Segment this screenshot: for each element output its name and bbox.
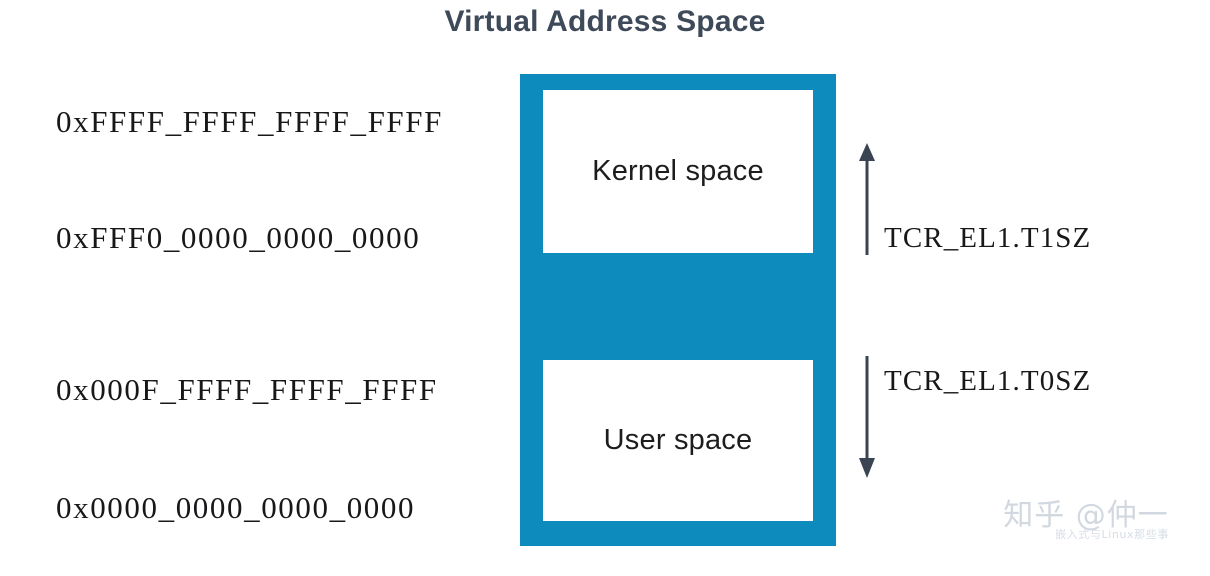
arrow-up-icon [859,143,875,255]
tcr-el1-t0sz-label: TCR_EL1.T0SZ [884,365,1092,397]
user-span-arrow [852,356,882,478]
address-label-top: 0xFFFF_FFFF_FFFF_FFFF [56,104,443,139]
user-space-box: User space [543,360,813,521]
address-label-bottom: 0x0000_0000_0000_0000 [56,490,416,525]
watermark-column-name: 嵌入式与Linux那些事 [1055,527,1169,541]
kernel-space-box: Kernel space [543,90,813,253]
user-space-label: User space [603,424,753,456]
arrow-down-icon [859,356,875,478]
watermark-author: 知乎 @仲一 [1003,498,1169,533]
watermark: 知乎 @仲一 嵌入式与Linux那些事 [968,500,1204,542]
tcr-el1-t1sz-label: TCR_EL1.T1SZ [884,222,1092,254]
address-label-kernel-bottom: 0xFFF0_0000_0000_0000 [56,220,421,255]
address-label-user-top: 0x000F_FFFF_FFFF_FFFF [56,372,438,407]
kernel-span-arrow [852,143,882,257]
page-title: Virtual Address Space [444,5,766,38]
kernel-space-label: Kernel space [592,155,764,187]
